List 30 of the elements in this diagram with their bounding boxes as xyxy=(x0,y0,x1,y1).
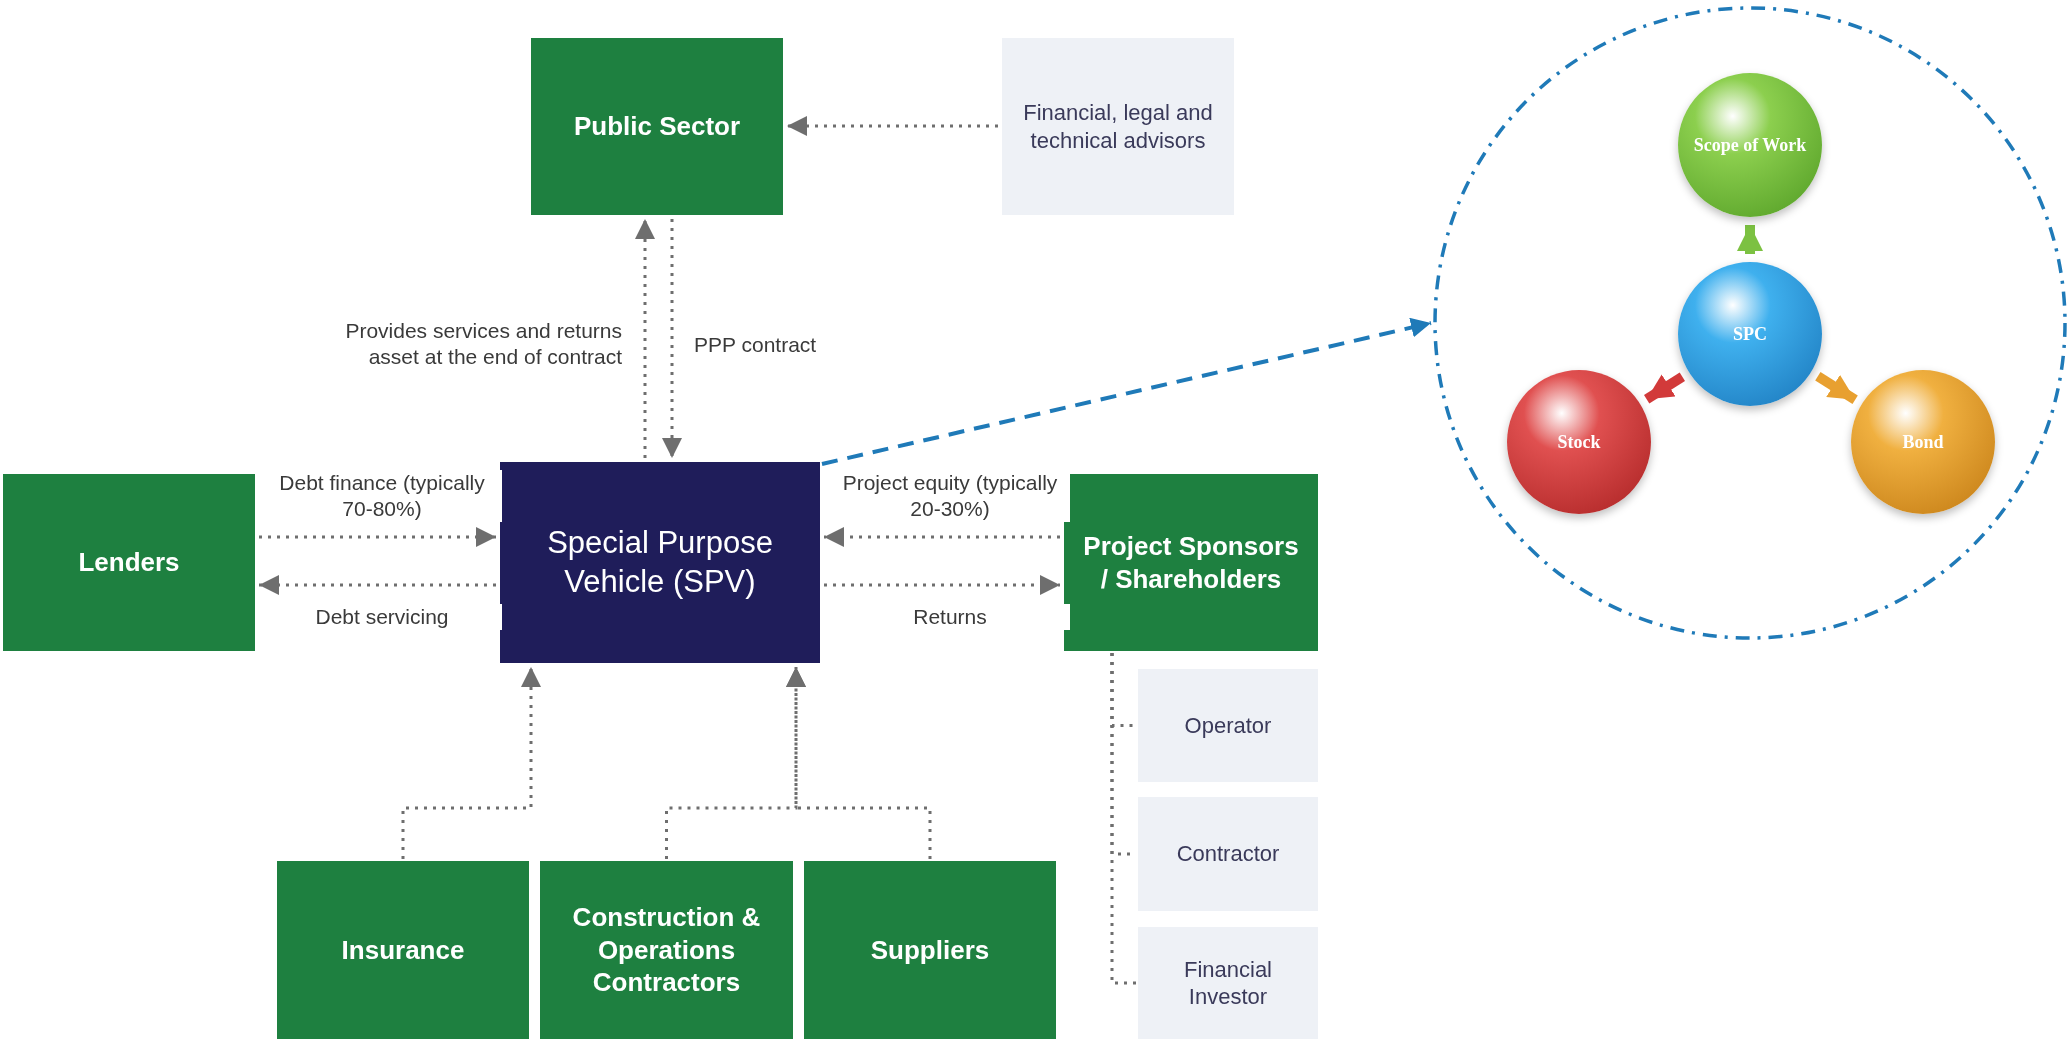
arrow xyxy=(786,667,932,859)
entity-box: Insurance xyxy=(277,861,529,1039)
entity-box: Financial, legal and technical advisors xyxy=(1002,38,1234,215)
sphere: Scope of Work xyxy=(1678,73,1822,217)
arrow xyxy=(662,219,682,458)
sphere: SPC xyxy=(1678,262,1822,406)
dashed-circle xyxy=(1433,6,2067,640)
entity-box: Lenders xyxy=(3,474,255,651)
arrow xyxy=(259,575,496,595)
entity-box: Public Sector xyxy=(531,38,783,215)
entity-box: Construction & Operations Contractors xyxy=(540,861,793,1039)
arrow xyxy=(401,667,541,859)
entity-box: Contractor xyxy=(1138,797,1318,911)
arrow xyxy=(259,527,496,547)
arrow xyxy=(824,527,1060,547)
entity-box: Project Sponsors / Shareholders xyxy=(1064,474,1318,651)
entity-box: Special Purpose Vehicle (SPV) xyxy=(500,462,820,663)
entity-box: Suppliers xyxy=(804,861,1056,1039)
entity-box: Operator xyxy=(1138,669,1318,782)
arrow xyxy=(1737,225,1763,254)
arrow xyxy=(787,116,998,136)
connector-line xyxy=(1110,653,1136,985)
sphere: Stock xyxy=(1507,370,1651,514)
arrow xyxy=(821,317,1432,466)
arrow xyxy=(1815,372,1858,404)
arrow xyxy=(824,575,1060,595)
arrow xyxy=(635,219,655,458)
sphere: Bond xyxy=(1851,370,1995,514)
arrow xyxy=(1643,372,1686,404)
entity-box: Financial Investor xyxy=(1138,927,1318,1039)
